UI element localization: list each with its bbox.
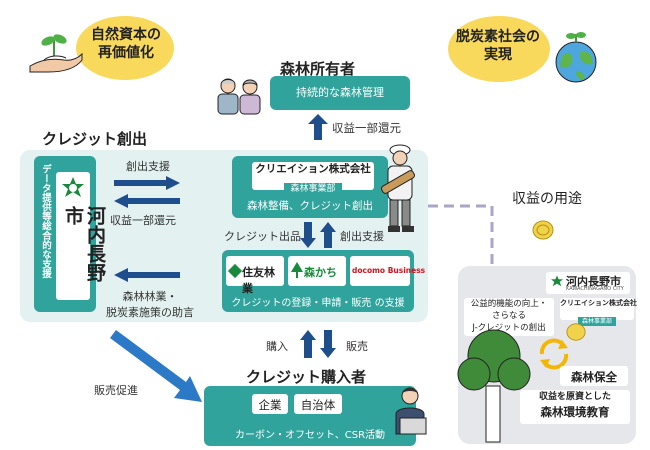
credit-creation-title: クレジット創出 [42,130,148,148]
usage-city-name: 河内長野市 [566,275,621,288]
city-support-text: データ提供等総合的な支援 [40,164,51,278]
promo-label: 販売促進 [94,384,138,397]
forest-owner-title: 森林所有者 [280,60,356,78]
usage-dashed-connector [428,204,494,266]
support-up-arrow [320,222,336,248]
support-label: 創出支援 [126,160,170,173]
usage-co-card: クリエイション株式会社 森林事業部 [560,298,637,326]
creation-company-name-card: クリエイション株式会社 森林事業部 [252,162,374,195]
sumitomo-name: 住友林業 [242,266,275,295]
city-emblem-icon [62,177,84,197]
owner-box-text: 持続的な森林管理 [296,86,384,99]
forest-worker-icon [381,144,415,232]
earth-sprout-icon [555,32,597,83]
buyer-laptop-person-icon [395,387,427,435]
return-up-arrow [308,114,328,140]
buyer-tag-municipality: 自治体 [294,394,342,414]
sprout-hand-icon [29,34,83,73]
listing-down-arrow [300,222,316,248]
natural-capital-blob [76,16,174,80]
sell-label: 販売 [346,340,368,353]
creation-company-box: クリエイション株式会社 森林事業部 森林整備、クレジット創出 [232,156,388,218]
tree-icon [457,329,531,443]
usage-funding-text: 収益を原資とした [538,392,611,402]
advice-left-arrow [114,268,180,282]
decarbonization-text: 脱炭素社会の 実現 [456,29,540,63]
coin-icon [532,220,554,240]
morikachi-logo-icon [291,262,303,278]
usage-title: 収益の用途 [512,191,582,207]
listing-label: クレジット出品 [224,230,301,243]
usage-forest-card: 森林保全 [560,366,628,386]
usage-edu-card: 収益を原資とした 森林環境教育 [520,390,630,424]
return-label: 収益一部還元 [110,214,176,227]
docomo-card: docomo Business [350,256,425,286]
usage-forest-text: 森林保全 [571,370,617,384]
partners-desc: クレジットの登録・申請・販売 の支援 [231,298,405,309]
usage-text-card: 公益的機能の向上・ さらなる J-クレジットの創出 [464,298,554,336]
cycle-arrows-icon [539,338,569,370]
decarbonization-blob [448,16,550,82]
buy-up-arrow [300,330,316,358]
usage-city-emblem-icon [551,275,563,287]
support-right-arrow [114,176,180,190]
usage-city-card: 河内長野市 KAWACHINAGANO CITY [546,272,630,294]
buyer-title: クレジット購入者 [246,368,367,386]
creation-company-name: クリエイション株式会社 [255,163,371,175]
promo-diagonal-arrow [110,330,202,402]
natural-capital-text: 自然資本の 再価値化 [91,27,161,61]
support-mid-label: 創出支援 [340,230,384,243]
return-left-arrow [114,194,180,208]
sumitomo-logo-icon [227,263,243,279]
docomo-name: docomo Business [352,266,426,275]
buyer-desc: カーボン・オフセット、CSR活動 [234,430,386,441]
buyer-box: 企業 自治体 カーボン・オフセット、CSR活動 [204,386,416,446]
usage-co-name: クリエイション株式会社 [560,299,637,307]
morikachi-name: 森かち [304,266,337,279]
owner-box: 持続的な森林管理 [270,76,410,110]
city-name-card: 河内長野市 [56,172,106,300]
creation-company-dept: 森林事業部 [284,183,342,195]
buy-label: 購入 [266,340,288,353]
usage-coin-icon [566,323,586,341]
elderly-couple-icon [217,78,261,115]
morikachi-card: 森かち [288,256,346,286]
creation-company-desc: 森林整備、クレジット創出 [247,200,373,212]
sell-down-arrow [320,330,336,358]
usage-edu-text: 森林環境教育 [540,405,610,419]
usage-city-en: KAWACHINAGANO CITY [566,286,624,292]
advice-text: 森林林業・ 脱炭素施策の助言 [106,290,194,319]
buyer-tag-company: 企業 [252,394,288,414]
return-up-label: 収益一部還元 [332,121,401,135]
partners-box: 住友林業 森かち docomo Business クレジットの登録・申請・販売 … [222,250,425,312]
city-name: 河内長野市 [62,206,106,282]
sumitomo-card: 住友林業 [226,256,284,295]
usage-co-dept: 森林事業部 [577,317,616,326]
